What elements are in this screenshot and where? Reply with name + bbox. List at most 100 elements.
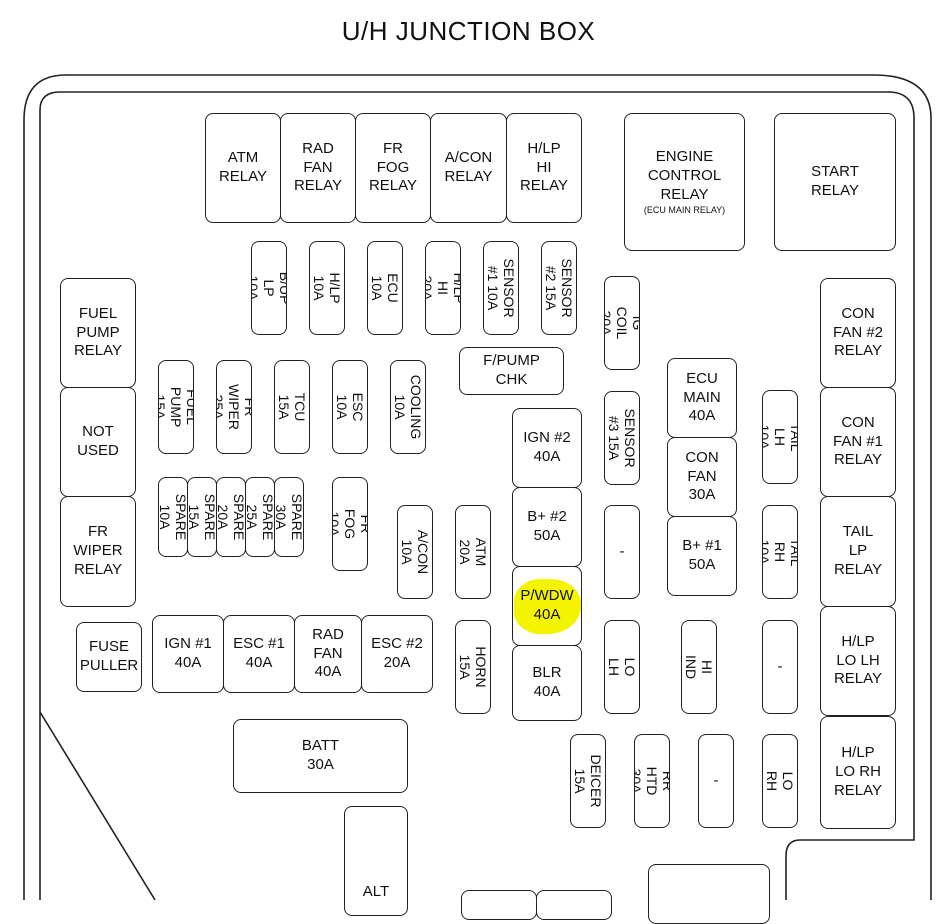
- fuse-dash-right: -: [762, 620, 798, 714]
- fuse-hlp: H/LP 10A: [309, 241, 345, 335]
- fuse-atm-label: ATM 20A: [457, 537, 490, 567]
- fuse-spare-10a: SPARE 10A: [158, 477, 188, 557]
- fuse-cooling: COOLING 10A: [390, 360, 426, 454]
- con-fan-fuse: CON FAN 30A: [667, 437, 737, 517]
- cutoff-box-3: [648, 864, 770, 924]
- fuse-rr-htd: RR HTD 30A: [634, 734, 670, 828]
- fuse-esc: ESC 10A: [332, 360, 368, 454]
- hlp-hi-relay: H/LP HI RELAY: [506, 113, 582, 223]
- fuse-tail-lh: TAIL LH 10A: [762, 390, 798, 484]
- fuel-pump-relay: FUEL PUMP RELAY: [60, 278, 136, 388]
- fuse-tail-rh: TAIL RH 10A: [762, 505, 798, 599]
- fuse-sensor-1-label: SENSOR #1 10A: [485, 258, 518, 318]
- fuse-spare-15a-label: SPARE 15A: [187, 493, 217, 541]
- fuse-sensor-2-label: SENSOR #2 15A: [543, 258, 576, 318]
- esc-2-fuse: ESC #2 20A: [361, 615, 433, 693]
- batt-fuse: BATT 30A: [233, 719, 408, 793]
- fuse-a-con: A/CON 10A: [397, 505, 433, 599]
- fuse-ig-coil-label: IG COIL 20A: [604, 306, 640, 340]
- esc-1-fuse: ESC #1 40A: [223, 615, 295, 693]
- fuse-puller: FUSE PULLER: [76, 622, 142, 692]
- fuse-horn: HORN 15A: [455, 620, 491, 714]
- fuse-hlp-label: H/LP 10A: [311, 272, 344, 304]
- fuse-hlp-hi-ind: H/LP HI IND 10A: [681, 620, 717, 714]
- fuse-sensor-2: SENSOR #2 15A: [541, 241, 577, 335]
- con-fan-2-relay: CON FAN #2 RELAY: [820, 278, 896, 388]
- fuse-hlp-hi-label: H/LP HI 20A: [425, 272, 461, 304]
- fuse-spare-20a-label: SPARE 20A: [216, 493, 246, 541]
- fuse-spare-20a: SPARE 20A: [216, 477, 246, 557]
- tail-lp-relay: TAIL LP RELAY: [820, 496, 896, 607]
- fuse-tcu: TCU 15A: [274, 360, 310, 454]
- fuse-fr-fog: FR FOG 10A: [332, 477, 368, 571]
- fuse-deicer-label: DEICER 15A: [572, 754, 605, 808]
- fuse-ecu: ECU 10A: [367, 241, 403, 335]
- fuse-hlp-lo-lh: H/LP LO LH 15A: [604, 620, 640, 714]
- fuse-spare-30a-label: SPARE 30A: [274, 493, 304, 541]
- fuse-tcu-label: TCU 15A: [276, 392, 309, 422]
- hlp-lo-lh-relay: H/LP LO LH RELAY: [820, 606, 896, 716]
- junction-box-outline: [23, 74, 932, 900]
- fr-fog-relay: FR FOG RELAY: [355, 113, 431, 223]
- rad-fan-fuse: RAD FAN 40A: [294, 615, 362, 693]
- fuse-fr-wiper: FR WIPER 25A: [216, 360, 252, 454]
- fuse-hlp-lo-lh-label: H/LP LO LH 15A: [605, 652, 639, 683]
- alt-fuse-label: ALT: [362, 883, 390, 900]
- fuse-ig-coil: IG COIL 20A: [604, 276, 640, 370]
- start-relay: START RELAY: [774, 113, 896, 251]
- fuse-hlp-lo-rh-label: H/LP LO RH 15A: [763, 766, 797, 797]
- fuse-sensor-1: SENSOR #1 10A: [483, 241, 519, 335]
- fr-wiper-relay: FR WIPER RELAY: [60, 496, 136, 607]
- fuse-a-con-label: A/CON 10A: [399, 529, 432, 575]
- ign-1-fuse: IGN #1 40A: [152, 615, 224, 693]
- hlp-lo-rh-relay: H/LP LO RH RELAY: [820, 716, 896, 829]
- fuse-tail-lh-label: TAIL LH 10A: [762, 422, 798, 452]
- pwdw-fuse-label: P/WDW 40A: [520, 587, 574, 623]
- engine-control-relay-note: (ECU MAIN RELAY): [643, 204, 726, 215]
- cutoff-box-1: [461, 890, 537, 920]
- fuse-sensor-3-label: SENSOR #3 15A: [606, 408, 639, 468]
- fuse-hlp-hi-ind-label: H/LP HI IND 10A: [682, 652, 716, 683]
- engine-control-relay-label: ENGINE CONTROL RELAY: [647, 148, 722, 203]
- cutoff-box-2: [536, 890, 612, 920]
- fuse-spare-15a: SPARE 15A: [187, 477, 217, 557]
- fuse-sensor-3: SENSOR #3 15A: [604, 391, 640, 485]
- fuse-spare-10a-label: SPARE 10A: [158, 493, 188, 541]
- ign-2-fuse: IGN #2 40A: [512, 408, 582, 488]
- fuse-spare-30a: SPARE 30A: [274, 477, 304, 557]
- fuse-cooling-label: COOLING 10A: [392, 374, 425, 440]
- b-plus-1-fuse: B+ #1 50A: [667, 516, 737, 596]
- ecu-main-fuse: ECU MAIN 40A: [667, 358, 737, 438]
- fuse-bup-lp: B/UP LP 10A: [251, 241, 287, 335]
- pwdw-highlight: [514, 579, 581, 634]
- blr-fuse: BLR 40A: [512, 645, 582, 721]
- fuse-ecu-label: ECU 10A: [369, 273, 402, 303]
- fuse-fr-fog-label: FR FOG 10A: [332, 508, 368, 540]
- not-used-relay: NOT USED: [60, 387, 136, 497]
- fuse-atm: ATM 20A: [455, 505, 491, 599]
- fuse-dash-bottom: -: [698, 734, 734, 828]
- fuse-hlp-lo-rh: H/LP LO RH 15A: [762, 734, 798, 828]
- b-plus-2-fuse: B+ #2 50A: [512, 487, 582, 567]
- pwdw-fuse: P/WDW 40A: [512, 566, 582, 646]
- fuse-dash-middle: -: [604, 505, 640, 599]
- fuse-spare-25a: SPARE 25A: [245, 477, 275, 557]
- fpump-chk: F/PUMP CHK: [459, 347, 564, 395]
- fuse-deicer: DEICER 15A: [570, 734, 606, 828]
- fuse-hlp-hi: H/LP HI 20A: [425, 241, 461, 335]
- fuse-fuel-pump-label: FUEL PUMP 15A: [158, 386, 194, 428]
- fuse-fr-wiper-label: FR WIPER 25A: [216, 384, 252, 430]
- atm-relay: ATM RELAY: [205, 113, 281, 223]
- page-title: U/H JUNCTION BOX: [341, 16, 596, 46]
- fuse-fuel-pump: FUEL PUMP 15A: [158, 360, 194, 454]
- con-fan-1-relay: CON FAN #1 RELAY: [820, 387, 896, 497]
- fuse-esc-label: ESC 10A: [334, 392, 367, 422]
- fuse-bup-lp-label: B/UP LP 10A: [251, 271, 287, 305]
- fuse-tail-rh-label: TAIL RH 10A: [762, 537, 798, 567]
- fuse-spare-25a-label: SPARE 25A: [245, 493, 275, 541]
- engine-control-relay: ENGINE CONTROL RELAY (ECU MAIN RELAY): [624, 113, 745, 251]
- alt-fuse: ALT: [344, 806, 408, 916]
- fuse-rr-htd-label: RR HTD 30A: [634, 766, 670, 796]
- a-con-relay: A/CON RELAY: [430, 113, 507, 223]
- rad-fan-relay: RAD FAN RELAY: [280, 113, 356, 223]
